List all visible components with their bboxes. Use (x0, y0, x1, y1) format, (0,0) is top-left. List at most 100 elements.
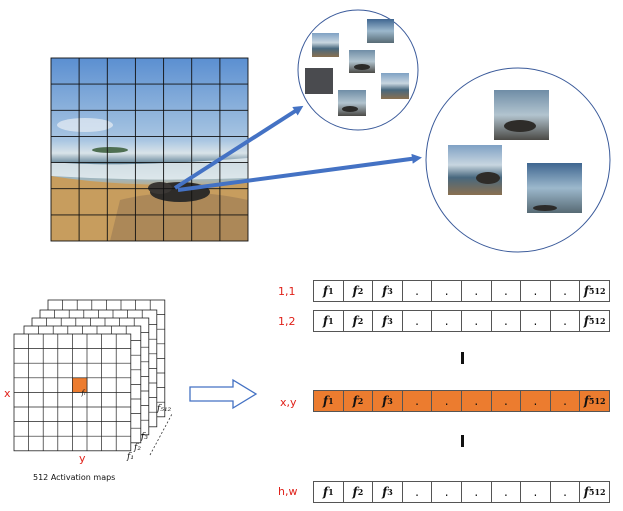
vector-cell-f-letter: f (352, 485, 358, 499)
vector-cell-ellipsis: . (462, 311, 492, 331)
vector-cell-f-letter: f (382, 314, 388, 328)
vector-cell-f-letter: f (382, 284, 388, 298)
vector-cell-subscript: 512 (588, 487, 606, 497)
vector-cell-ellipsis: . (551, 311, 581, 331)
vector-row-label: 1,2 (278, 315, 296, 328)
vector-cell-subscript: 2 (357, 396, 364, 406)
vector-cell-ellipsis: . (492, 482, 522, 502)
vector-cell-subscript: 512 (588, 286, 606, 296)
vector-cell-f-letter: f (583, 485, 589, 499)
vector-cell-ellipsis: . (432, 281, 462, 301)
vector-cell-ellipsis: . (521, 311, 551, 331)
vector-cell-subscript: 1 (328, 396, 334, 406)
vector-cell-ellipsis: . (551, 482, 581, 502)
vector-row-label: h,w (278, 485, 298, 498)
patch-thumbnail (381, 73, 409, 99)
vector-cell-f-letter: f (382, 394, 388, 408)
vector-cell-subscript: 2 (357, 316, 364, 326)
patch-thumbnail (338, 90, 366, 116)
vector-cell-f-letter: f (322, 485, 329, 499)
vector-row-label: x,y (280, 396, 297, 409)
vector-cell-ellipsis: . (521, 281, 551, 301)
vector-cell-subscript: 3 (387, 487, 393, 497)
axis-x-label: x (4, 387, 11, 400)
vector-cell-ellipsis: . (462, 391, 492, 411)
patch-thumbnail (448, 145, 502, 195)
patch-thumbnail (367, 19, 394, 43)
vector-cell-subscript: 3 (387, 396, 393, 406)
vector-row-label: 1,1 (278, 285, 296, 298)
vector-cell-ellipsis: . (403, 281, 433, 301)
patch-diagram (50, 9, 611, 253)
activation-maps-caption: 512 Activation maps (33, 473, 116, 482)
vector-cell-f-letter: f (583, 394, 589, 408)
beach-photo (51, 58, 248, 241)
vector-cell-ellipsis: . (403, 482, 433, 502)
vector-cell-subscript: 1 (328, 487, 334, 497)
vector-cell-ellipsis: . (492, 391, 522, 411)
vector-cell-ellipsis: . (521, 482, 551, 502)
highlighted-activation-cell (72, 377, 88, 393)
vector-cell-f-letter: f (352, 394, 358, 408)
vector-cell-subscript: 2 (357, 487, 364, 497)
vector-cell-subscript: 512 (588, 396, 606, 406)
vector-cell-f-letter: f (322, 394, 329, 408)
stack-label-f3: f₃ (141, 432, 148, 442)
vector-cell-subscript: 512 (588, 316, 606, 326)
vector-cell-f-letter: f (583, 314, 589, 328)
vector-cell-ellipsis: . (432, 391, 462, 411)
vector-cell-f-letter: f (382, 485, 388, 499)
vector-cell-f-letter: f (583, 284, 589, 298)
vector-cell-ellipsis: . (492, 281, 522, 301)
vector-cell-subscript: 1 (328, 316, 334, 326)
activation-map-stack (13, 299, 173, 456)
vector-cell-f-letter: f (322, 284, 329, 298)
vector-cell-ellipsis: . (462, 482, 492, 502)
vector-cell-subscript: 3 (387, 316, 393, 326)
axis-y-label: y (79, 452, 86, 465)
patch-thumbnail (494, 90, 549, 140)
vector-cell-subscript: 1 (328, 286, 334, 296)
vector-cell-subscript: 3 (387, 286, 393, 296)
vertical-ellipsis-dash (461, 435, 464, 447)
stack-label-f512: f₅₁₂ (157, 404, 172, 414)
photo-grid (50, 57, 249, 242)
hollow-right-arrow-icon (189, 378, 258, 410)
vector-cell-ellipsis: . (462, 281, 492, 301)
vector-cell-ellipsis: . (521, 391, 551, 411)
vector-cell-ellipsis: . (403, 391, 433, 411)
vector-cell-f-letter: f (352, 314, 358, 328)
highlight-cell-label: fᵢ (81, 389, 86, 397)
vector-cell-ellipsis: . (492, 311, 522, 331)
stack-label-f2: f₂ (134, 443, 141, 453)
arrow-to-large-circle (177, 153, 422, 192)
vector-cell-ellipsis: . (403, 311, 433, 331)
vector-cell-subscript: 2 (357, 286, 364, 296)
vertical-ellipsis-dash (461, 352, 464, 364)
vector-cell-f-letter: f (352, 284, 358, 298)
vector-cell-f-letter: f (322, 314, 329, 328)
vector-cell-ellipsis: . (432, 311, 462, 331)
vector-cell-ellipsis: . (551, 281, 581, 301)
stack-label-f1: f₁ (127, 452, 134, 462)
patch-thumbnail (312, 33, 339, 57)
vector-cell-ellipsis: . (551, 391, 581, 411)
